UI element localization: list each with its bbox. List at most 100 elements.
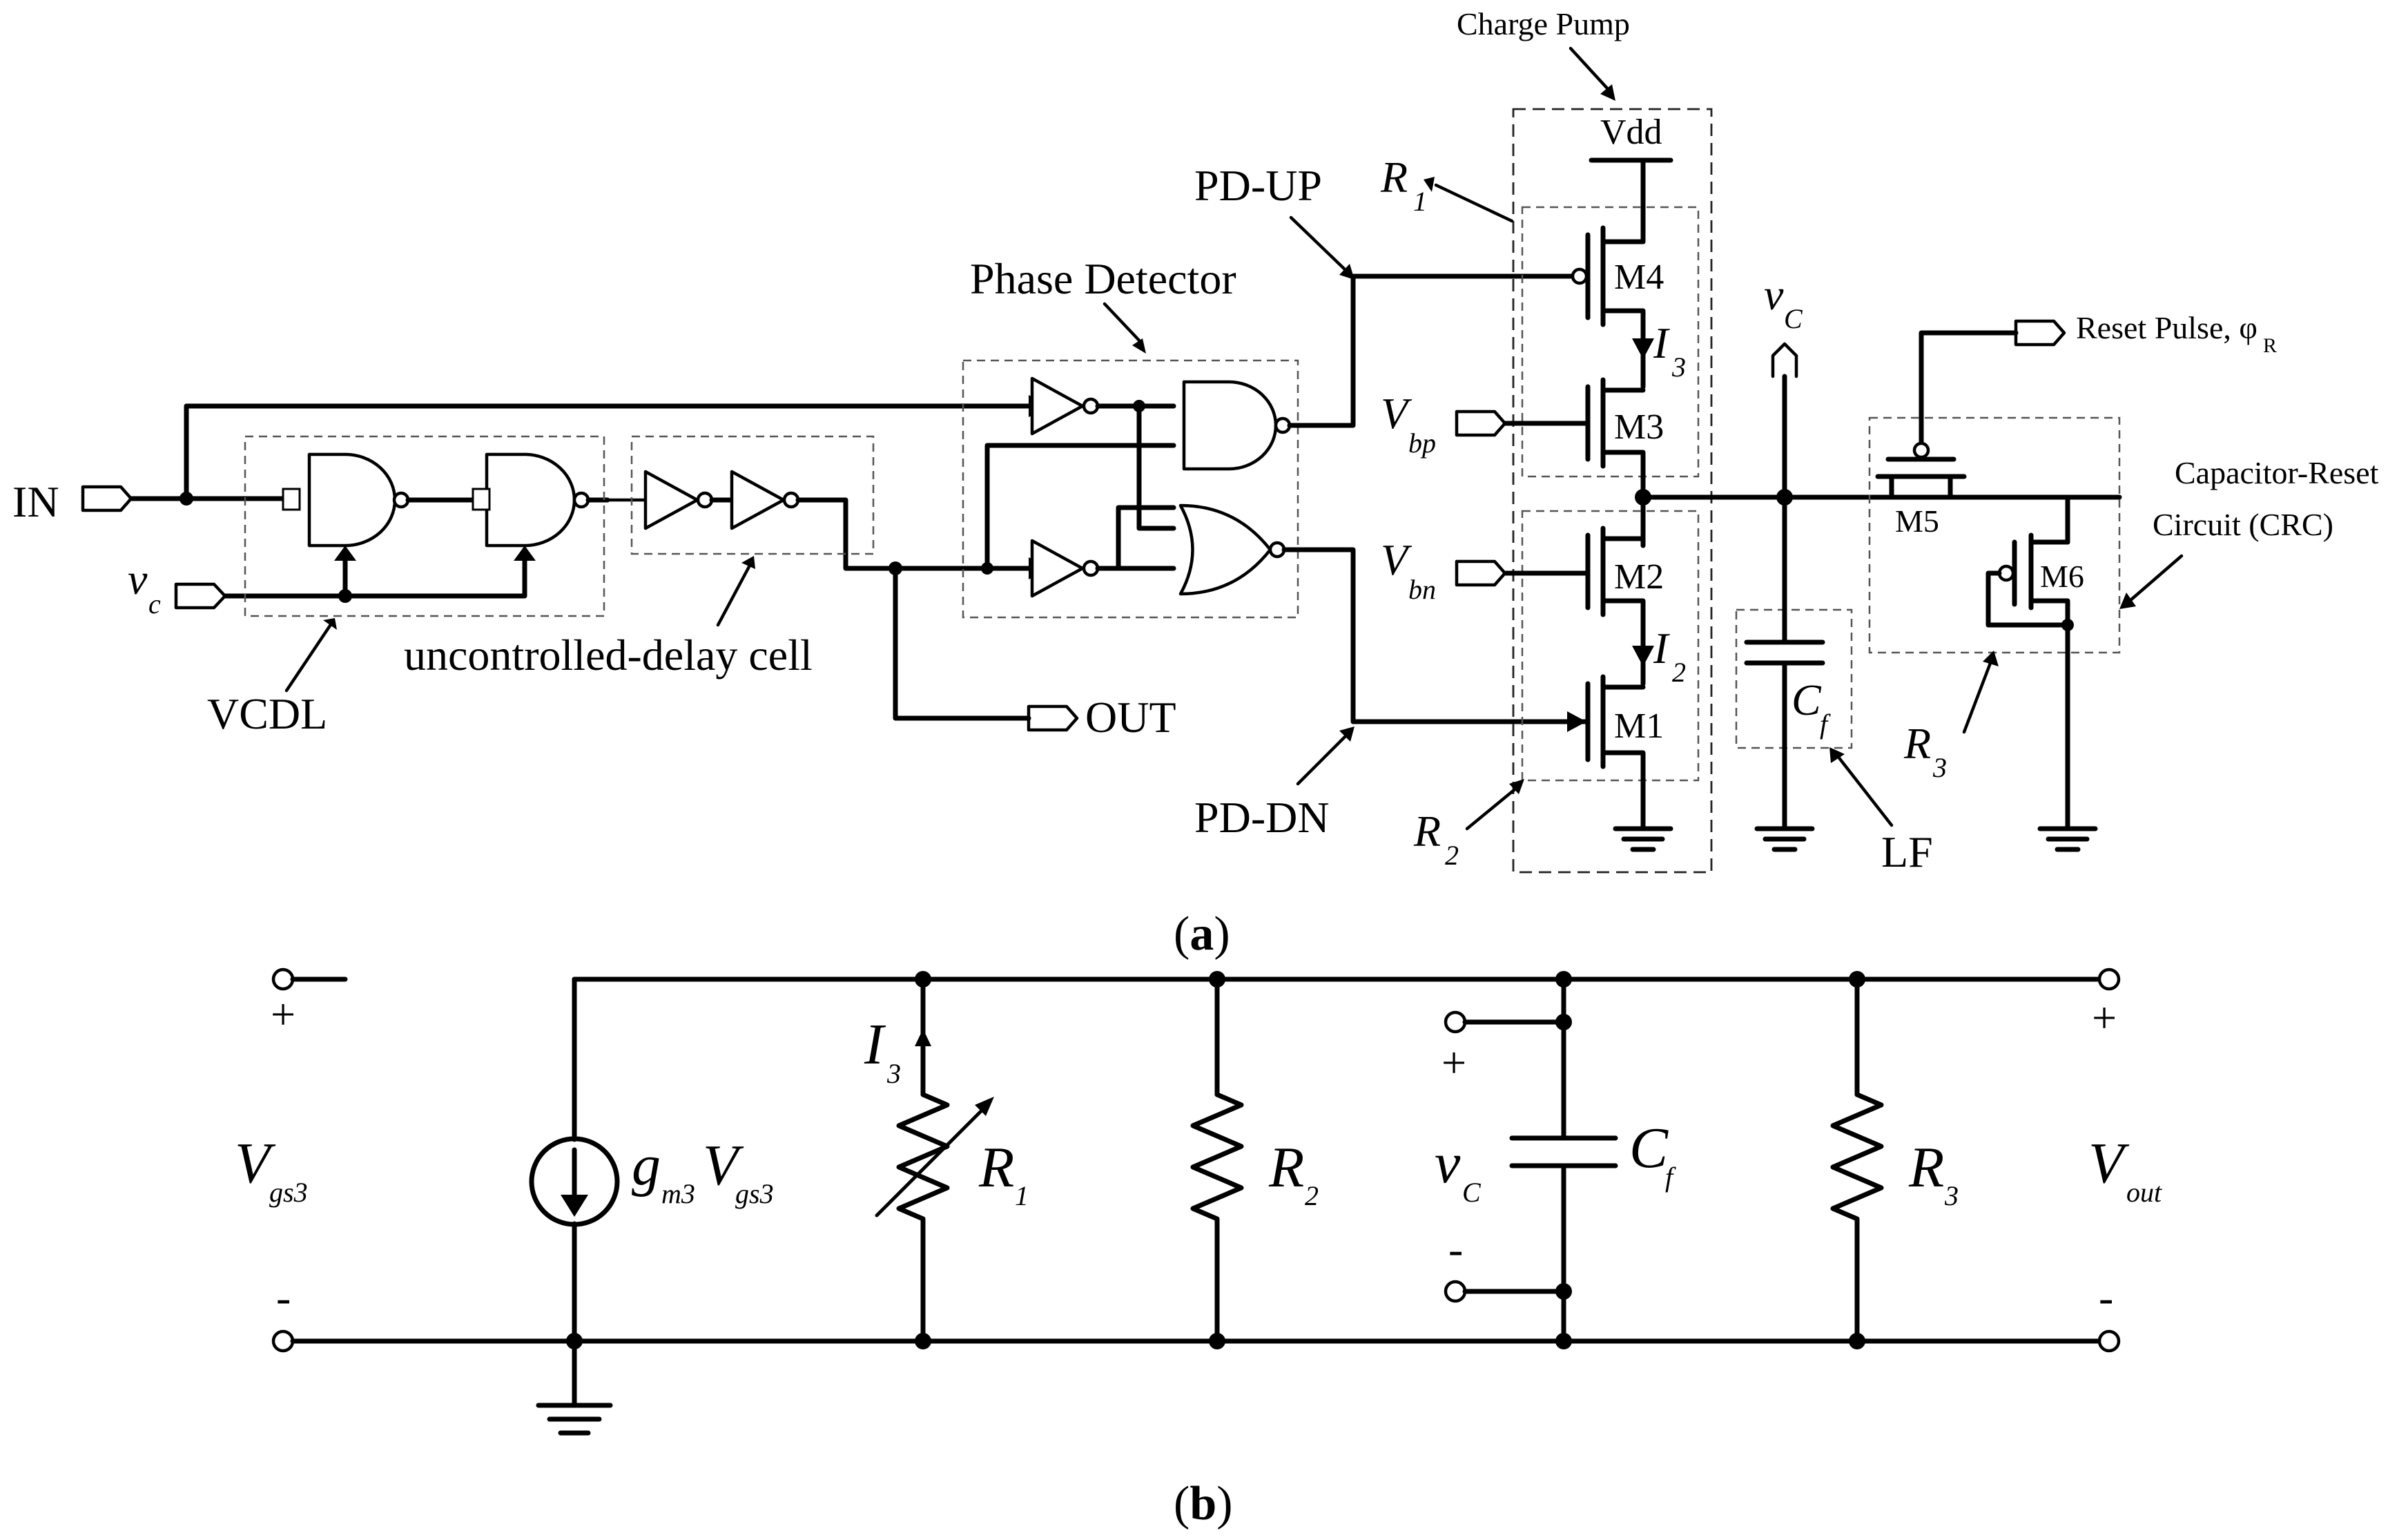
- svg-text:1: 1: [1015, 1180, 1029, 1211]
- vcdl-label: VCDL: [207, 689, 327, 738]
- uncontrolled-inverter-1: [608, 470, 714, 530]
- pd-up-wire: [1287, 273, 1570, 428]
- ground-icon: [536, 1338, 613, 1436]
- vc-b-label: v: [1435, 1131, 1461, 1195]
- vc-node-label: v: [1764, 270, 1784, 319]
- svg-text:V: V: [703, 1133, 744, 1197]
- caption-a: (a): [1174, 907, 1230, 961]
- m6-transistor: M6: [1985, 532, 2084, 831]
- i2-label: I: [1653, 624, 1670, 673]
- out-port: OUT: [1027, 693, 1176, 742]
- r3-b-label: R: [1908, 1135, 1944, 1200]
- pd-up-label: PD-UP: [1194, 161, 1322, 210]
- ground-icon: [1613, 826, 1673, 852]
- lf-box: [1735, 608, 1853, 749]
- phase-detector-label: Phase Detector: [970, 254, 1236, 303]
- vgs3-label: V: [235, 1131, 276, 1195]
- phase-detector: [962, 359, 1299, 619]
- charge-pump-box: [1512, 108, 1713, 874]
- svg-text:1: 1: [1413, 186, 1427, 217]
- reset-wire: [1919, 330, 2019, 445]
- reset-pulse-label: Reset Pulse, φ: [2076, 310, 2258, 345]
- vdd-label: Vdd: [1600, 113, 1662, 152]
- svg-text:2: 2: [1305, 1180, 1319, 1211]
- m4-label: M4: [1614, 258, 1664, 297]
- vc-port: v c: [128, 555, 227, 619]
- in-port: IN: [12, 477, 133, 526]
- svg-text:+: +: [2092, 993, 2117, 1042]
- ground-icon: [2037, 826, 2098, 852]
- m3-label: M3: [1614, 407, 1664, 447]
- m2-label: M2: [1614, 557, 1664, 597]
- ground-icon: [1754, 826, 1815, 852]
- in-top-wire: [184, 403, 1031, 501]
- vc-left-label: v: [128, 555, 148, 604]
- i3-label: I: [1653, 318, 1670, 367]
- svg-text:m3: m3: [661, 1178, 695, 1209]
- crc-box: [1868, 416, 2121, 654]
- pd-dn-wire: [1281, 547, 1563, 724]
- m5-transistor: M5: [1875, 441, 1967, 539]
- gm3-label: g: [632, 1133, 661, 1197]
- svg-text:out: out: [2126, 1177, 2162, 1208]
- r2-resistor: [1190, 976, 1244, 1344]
- svg-text:-: -: [1448, 1224, 1463, 1273]
- r1-box: [1521, 206, 1700, 478]
- crc-label-1: Capacitor-Reset: [2175, 455, 2379, 490]
- caption-b: (b): [1174, 1477, 1233, 1530]
- svg-text:2: 2: [1445, 840, 1459, 871]
- svg-text:3: 3: [1944, 1180, 1959, 1211]
- m2-transistor: M2: [1585, 526, 1664, 648]
- r2-b-label: R: [1268, 1135, 1304, 1200]
- vcdl-nand-1: [282, 452, 410, 548]
- svg-text:f: f: [1820, 709, 1831, 740]
- i3-b-label: I: [864, 1012, 886, 1077]
- cf-b-label: C: [1629, 1116, 1669, 1180]
- svg-text:3: 3: [1932, 752, 1947, 783]
- m6-label: M6: [2040, 559, 2084, 594]
- svg-text:+: +: [271, 990, 295, 1039]
- svg-text:+: +: [1441, 1038, 1466, 1087]
- svg-text:C: C: [1784, 303, 1803, 334]
- svg-text:bn: bn: [1408, 574, 1436, 605]
- r1-variable-resistor: [875, 976, 994, 1344]
- svg-text:-: -: [276, 1273, 291, 1322]
- out-wire: [893, 566, 1031, 721]
- charge-pump-label: Charge Pump: [1457, 6, 1630, 41]
- current-source: [529, 976, 620, 1344]
- svg-text:bp: bp: [1408, 427, 1436, 459]
- m3-transistor: M3: [1585, 377, 1664, 500]
- r1-b-label: R: [978, 1135, 1014, 1200]
- cf-label: C: [1792, 675, 1822, 724]
- vout-label: V: [2088, 1131, 2130, 1195]
- r1-label: R: [1380, 153, 1408, 202]
- svg-text:R: R: [2263, 334, 2277, 357]
- r3-resistor: [1830, 976, 1884, 1344]
- svg-text:C: C: [1462, 1177, 1482, 1208]
- svg-text:3: 3: [1671, 352, 1686, 383]
- r2-label: R: [1413, 807, 1441, 856]
- svg-text:f: f: [1665, 1162, 1676, 1193]
- pd-dn-label: PD-DN: [1194, 793, 1330, 842]
- r3-label: R: [1903, 719, 1931, 768]
- r2-box: [1521, 510, 1700, 782]
- vbp-label: V: [1381, 389, 1412, 438]
- crc-label-2: Circuit (CRC): [2153, 507, 2333, 542]
- in-label: IN: [12, 477, 59, 526]
- out-label: OUT: [1085, 693, 1176, 742]
- figure-a: IN v c VCDL: [12, 6, 2379, 961]
- svg-text:3: 3: [886, 1058, 901, 1089]
- uncontrolled-inverter-2: [730, 470, 800, 530]
- figure-b: + - V gs3 + - V out g m3 V gs3: [235, 968, 2162, 1530]
- m1-transistor: M1: [1557, 674, 1664, 831]
- svg-text:2: 2: [1672, 657, 1686, 688]
- m1-label: M1: [1614, 706, 1664, 746]
- vcdl-box: [244, 435, 605, 617]
- vc-control-wire: [222, 558, 527, 599]
- vcdl-nand-2: [472, 452, 590, 548]
- vbn-label: V: [1381, 535, 1412, 584]
- m4-transistor: M4: [1564, 225, 1664, 341]
- svg-text:-: -: [2099, 1273, 2113, 1322]
